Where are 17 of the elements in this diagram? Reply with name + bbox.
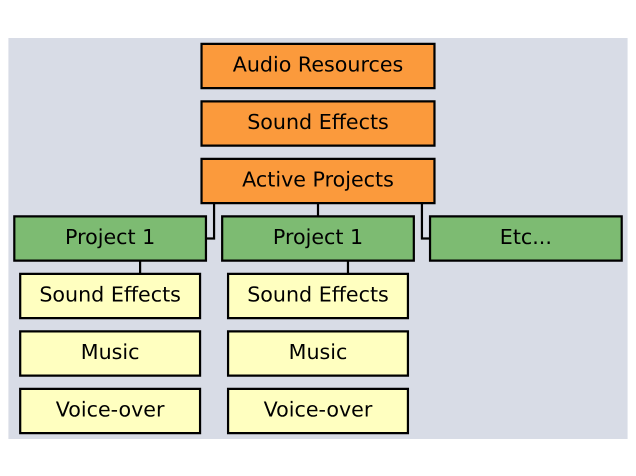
node-box: Voice-over	[19, 387, 202, 434]
node-box: Sound Effects	[200, 100, 436, 146]
node-box: Audio Resources	[200, 42, 436, 89]
node-box: Project 1	[13, 214, 208, 262]
connector	[139, 260, 142, 274]
connector	[420, 203, 430, 240]
connector	[316, 203, 320, 216]
node-box: Etc...	[428, 214, 623, 262]
connector	[346, 260, 350, 274]
node-box: Active Projects	[200, 157, 436, 204]
node-box: Music	[226, 330, 410, 376]
node-box: Project 1	[221, 214, 415, 262]
connector	[206, 203, 216, 240]
node-box: Music	[19, 330, 202, 376]
node-box: Voice-over	[226, 387, 410, 434]
node-box: Sound Effects	[226, 272, 410, 319]
node-box: Sound Effects	[19, 272, 202, 319]
